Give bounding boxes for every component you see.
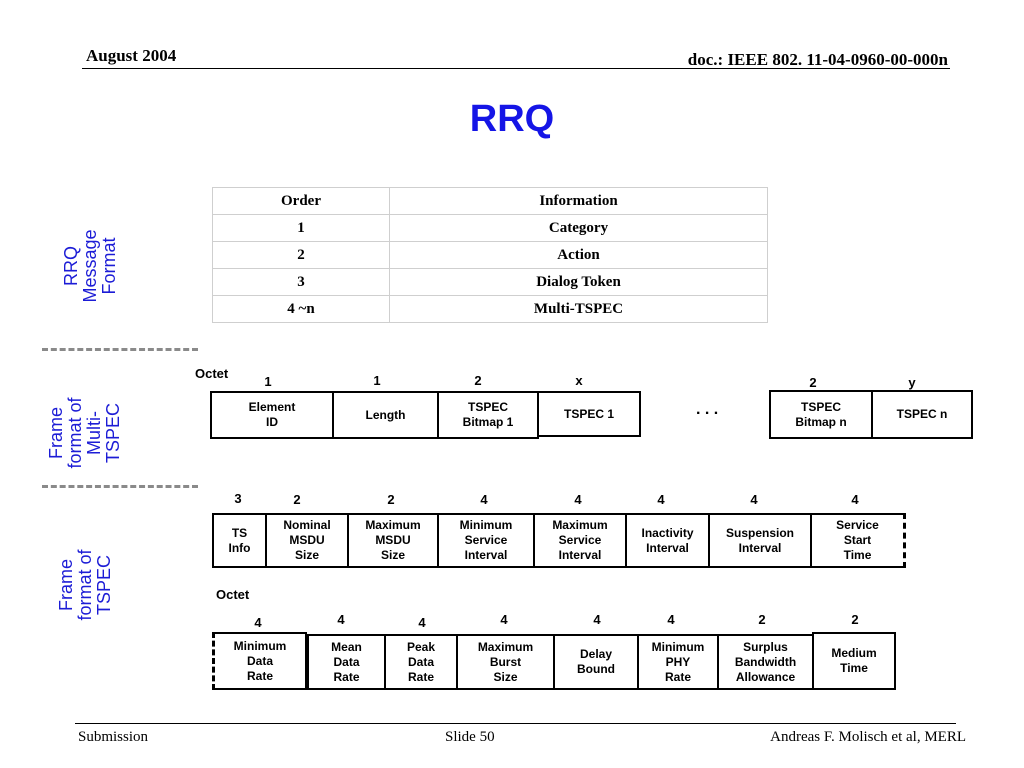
octet-count: 4 bbox=[657, 492, 665, 507]
field-length: Length bbox=[332, 391, 439, 439]
table-cell-order: 1 bbox=[212, 214, 390, 242]
field-suspension-interval: Suspension Interval bbox=[708, 513, 812, 568]
table-row: 4 ~n Multi-TSPEC bbox=[212, 295, 768, 323]
field-service-start-time: Service Start Time bbox=[810, 513, 906, 568]
field-medium-time: Medium Time bbox=[812, 632, 896, 690]
section-divider bbox=[42, 348, 198, 351]
field-peak-data-rate: Peak Data Rate bbox=[384, 634, 458, 690]
table-row: 1 Category bbox=[212, 214, 768, 242]
footer-slide-number: Slide 50 bbox=[445, 729, 495, 745]
table-header-row: Order Information bbox=[212, 187, 768, 215]
rrq-message-table: Order Information 1 Category 2 Action 3 … bbox=[212, 187, 768, 323]
octet-count: y bbox=[908, 375, 916, 390]
section-divider bbox=[42, 485, 198, 488]
field-tspec-bitmap-n: TSPEC Bitmap n bbox=[769, 390, 873, 439]
table-cell-information: Action bbox=[389, 241, 768, 269]
table-row: 2 Action bbox=[212, 241, 768, 269]
table-cell-order: 2 bbox=[212, 241, 390, 269]
table-cell-order: 3 bbox=[212, 268, 390, 296]
field-tspec-1: TSPEC 1 bbox=[537, 391, 641, 437]
octet-label: Octet bbox=[216, 587, 250, 602]
octet-count: 4 bbox=[337, 612, 345, 627]
column-header-information: Information bbox=[389, 187, 768, 215]
side-label-tspec: Frame format of TSPEC bbox=[56, 549, 114, 621]
octet-count: 1 bbox=[373, 373, 381, 388]
octet-count: 3 bbox=[234, 491, 242, 506]
footer-submission: Submission bbox=[78, 729, 149, 745]
side-label-rrq-message-format: RRQ Message Format bbox=[61, 229, 119, 303]
field-tspec-bitmap-1: TSPEC Bitmap 1 bbox=[437, 391, 539, 439]
octet-count: 4 bbox=[500, 612, 508, 627]
field-minimum-data-rate: Minimum Data Rate bbox=[212, 632, 307, 690]
field-maximum-burst-size: Maximum Burst Size bbox=[456, 634, 555, 690]
header-date: August 2004 bbox=[86, 46, 177, 65]
page-title: RRQ bbox=[469, 98, 555, 140]
octet-count: 2 bbox=[851, 612, 859, 627]
footer-author: Andreas F. Molisch et al, MERL bbox=[770, 729, 966, 745]
field-minimum-phy-rate: Minimum PHY Rate bbox=[637, 634, 719, 690]
table-cell-information: Multi-TSPEC bbox=[389, 295, 768, 323]
footer-rule bbox=[75, 723, 956, 724]
octet-count: 2 bbox=[809, 375, 817, 390]
table-row: 3 Dialog Token bbox=[212, 268, 768, 296]
header-rule bbox=[82, 68, 950, 69]
field-surplus-bandwidth-allowance: Surplus Bandwidth Allowance bbox=[717, 634, 814, 690]
octet-count: 1 bbox=[264, 374, 272, 389]
field-delay-bound: Delay Bound bbox=[553, 634, 639, 690]
octet-count: 4 bbox=[480, 492, 488, 507]
field-tspec-n: TSPEC n bbox=[871, 390, 973, 439]
table-cell-information: Dialog Token bbox=[389, 268, 768, 296]
table-cell-order: 4 ~n bbox=[212, 295, 390, 323]
octet-count: 4 bbox=[593, 612, 601, 627]
octet-count: 2 bbox=[474, 373, 482, 388]
octet-count: 4 bbox=[574, 492, 582, 507]
field-inactivity-interval: Inactivity Interval bbox=[625, 513, 710, 568]
field-nominal-msdu-size: Nominal MSDU Size bbox=[265, 513, 349, 568]
octet-count: 4 bbox=[667, 612, 675, 627]
octet-count: 4 bbox=[750, 492, 758, 507]
field-maximum-msdu-size: Maximum MSDU Size bbox=[347, 513, 439, 568]
field-element-id: Element ID bbox=[210, 391, 334, 439]
side-label-multi-tspec: Frame format of Multi- TSPEC bbox=[46, 397, 123, 469]
octet-count: 2 bbox=[387, 492, 395, 507]
octet-count: 4 bbox=[851, 492, 859, 507]
octet-count: 2 bbox=[293, 492, 301, 507]
table-cell-information: Category bbox=[389, 214, 768, 242]
octet-label: Octet bbox=[195, 366, 229, 381]
column-header-order: Order bbox=[212, 187, 390, 215]
octet-count: x bbox=[575, 373, 583, 388]
field-ts-info: TS Info bbox=[212, 513, 267, 568]
header-doc-id: doc.: IEEE 802. 11-04-0960-00-000n bbox=[687, 50, 948, 69]
ellipsis: . . . bbox=[696, 401, 719, 418]
field-maximum-service-interval: Maximum Service Interval bbox=[533, 513, 627, 568]
octet-count: 4 bbox=[254, 615, 262, 630]
octet-count: 2 bbox=[758, 612, 766, 627]
field-minimum-service-interval: Minimum Service Interval bbox=[437, 513, 535, 568]
field-mean-data-rate: Mean Data Rate bbox=[307, 634, 386, 690]
octet-count: 4 bbox=[418, 615, 426, 630]
